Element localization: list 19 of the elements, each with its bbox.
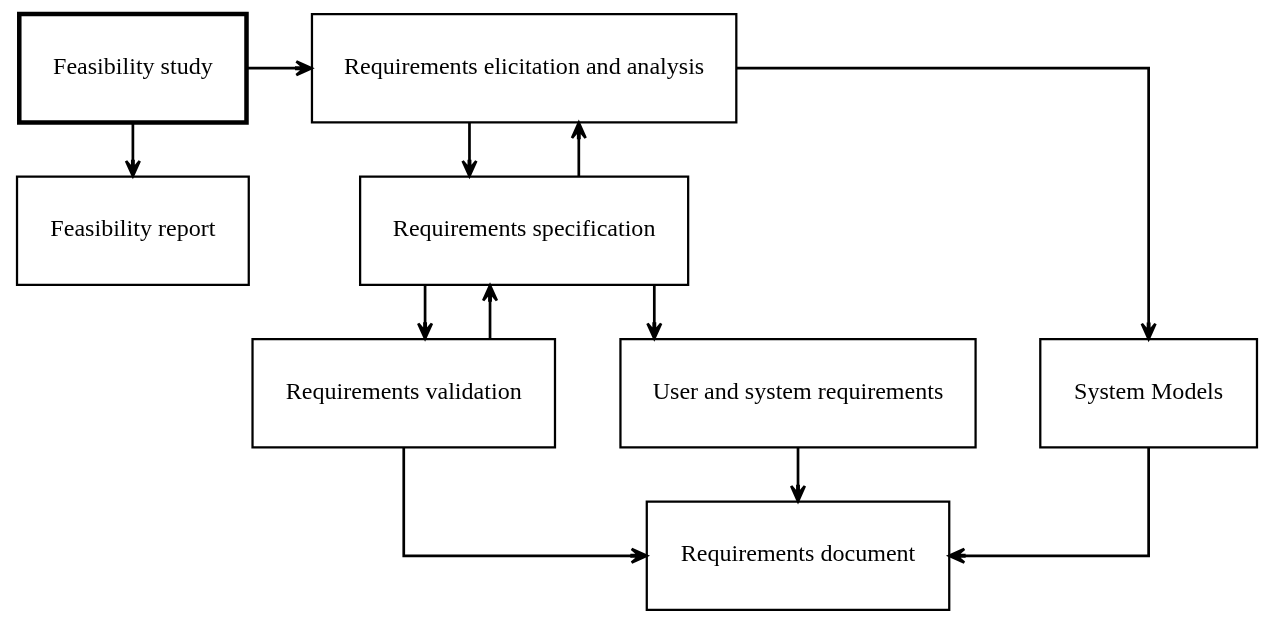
arrow xyxy=(570,121,587,177)
arrow xyxy=(401,447,648,564)
arrow xyxy=(246,60,313,77)
arrow xyxy=(481,284,498,339)
arrow xyxy=(735,66,1157,341)
node-box: Requirements elicitation and analysis xyxy=(310,12,737,124)
node-box: Requirements specification xyxy=(358,175,689,287)
arrow xyxy=(645,285,662,340)
arrow xyxy=(947,447,1150,564)
node-box: Feasibility study xyxy=(16,11,249,125)
node-box: Requirements validation xyxy=(250,337,556,449)
arrow xyxy=(460,122,478,178)
node-box: Feasibility report xyxy=(15,175,250,287)
arrow xyxy=(124,122,141,178)
node-box: System Models xyxy=(1038,337,1258,449)
node-box: Requirements document xyxy=(645,500,950,612)
arrow xyxy=(789,447,806,503)
arrow xyxy=(416,285,433,340)
node-box: User and system requirements xyxy=(618,337,977,449)
